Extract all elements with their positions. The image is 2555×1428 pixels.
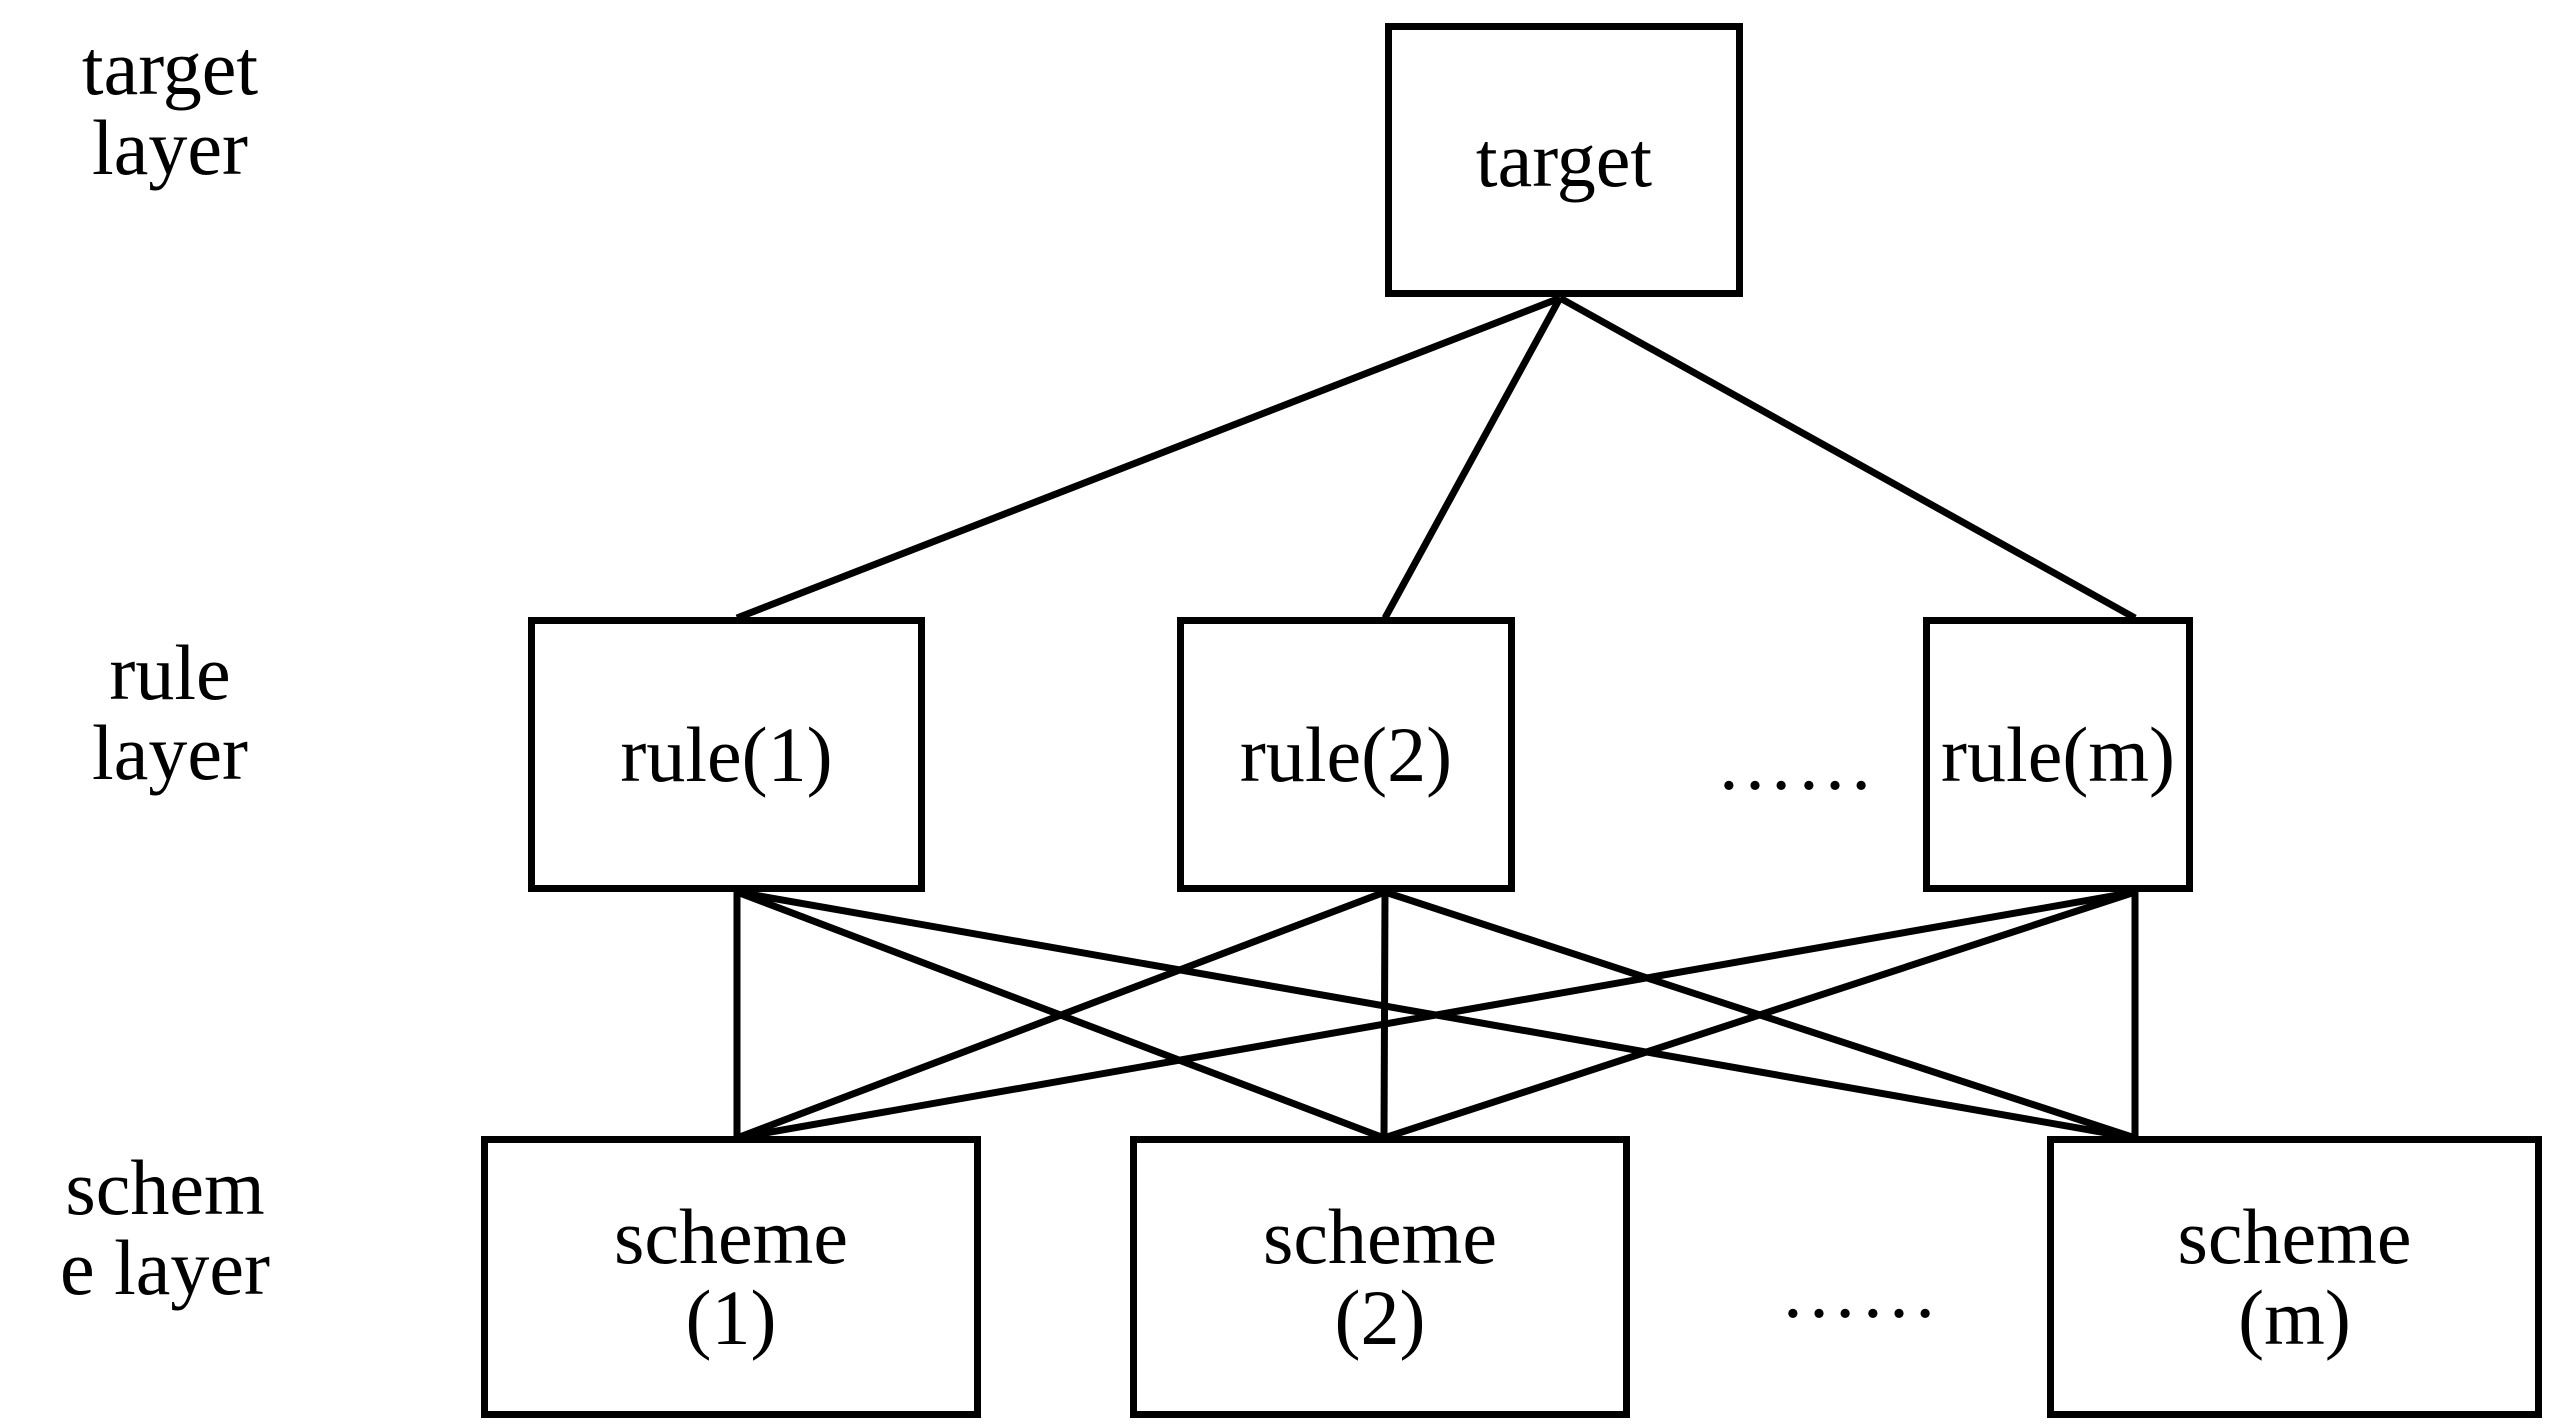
layer-label-scheme: schem e layer (59, 1144, 270, 1311)
layer-label-target: target layer (81, 24, 259, 191)
edge-target-to-rule-m (1558, 294, 2137, 622)
edge-rule-m-to-scheme-2 (1382, 888, 2137, 1142)
layer-label-rule: rule layer (92, 629, 248, 796)
edge-rule-2-to-scheme-2 (1380, 891, 1389, 1139)
node-rule-m-label: rule(m) (1941, 710, 2175, 798)
node-rule-m[interactable]: rule(m) (1923, 617, 2193, 892)
edge-rule-m-to-scheme-1 (736, 888, 2136, 1142)
node-scheme-1[interactable]: scheme (1) (481, 1136, 981, 1418)
scheme-layer-ellipsis: …… (1780, 1247, 1940, 1334)
node-rule-1-label: rule(1) (620, 710, 833, 798)
node-scheme-2[interactable]: scheme (2) (1130, 1136, 1630, 1418)
node-scheme-m-label: scheme (m) (2177, 1192, 2412, 1361)
node-target[interactable]: target (1385, 23, 1743, 297)
node-scheme-m[interactable]: scheme (m) (2047, 1136, 2542, 1418)
node-scheme-2-label: scheme (2) (1263, 1192, 1497, 1361)
node-rule-2[interactable]: rule(2) (1177, 617, 1515, 892)
node-scheme-1-label: scheme (1) (614, 1192, 848, 1361)
node-rule-1[interactable]: rule(1) (528, 617, 925, 892)
rule-layer-ellipsis: …… (1716, 719, 1876, 806)
edge-target-to-rule-2 (1381, 296, 1564, 620)
edge-target-to-rule-1 (735, 294, 1562, 622)
node-target-label: target (1475, 116, 1653, 204)
edge-rule-2-to-scheme-1 (735, 888, 1387, 1142)
node-rule-2-label: rule(2) (1239, 710, 1453, 798)
